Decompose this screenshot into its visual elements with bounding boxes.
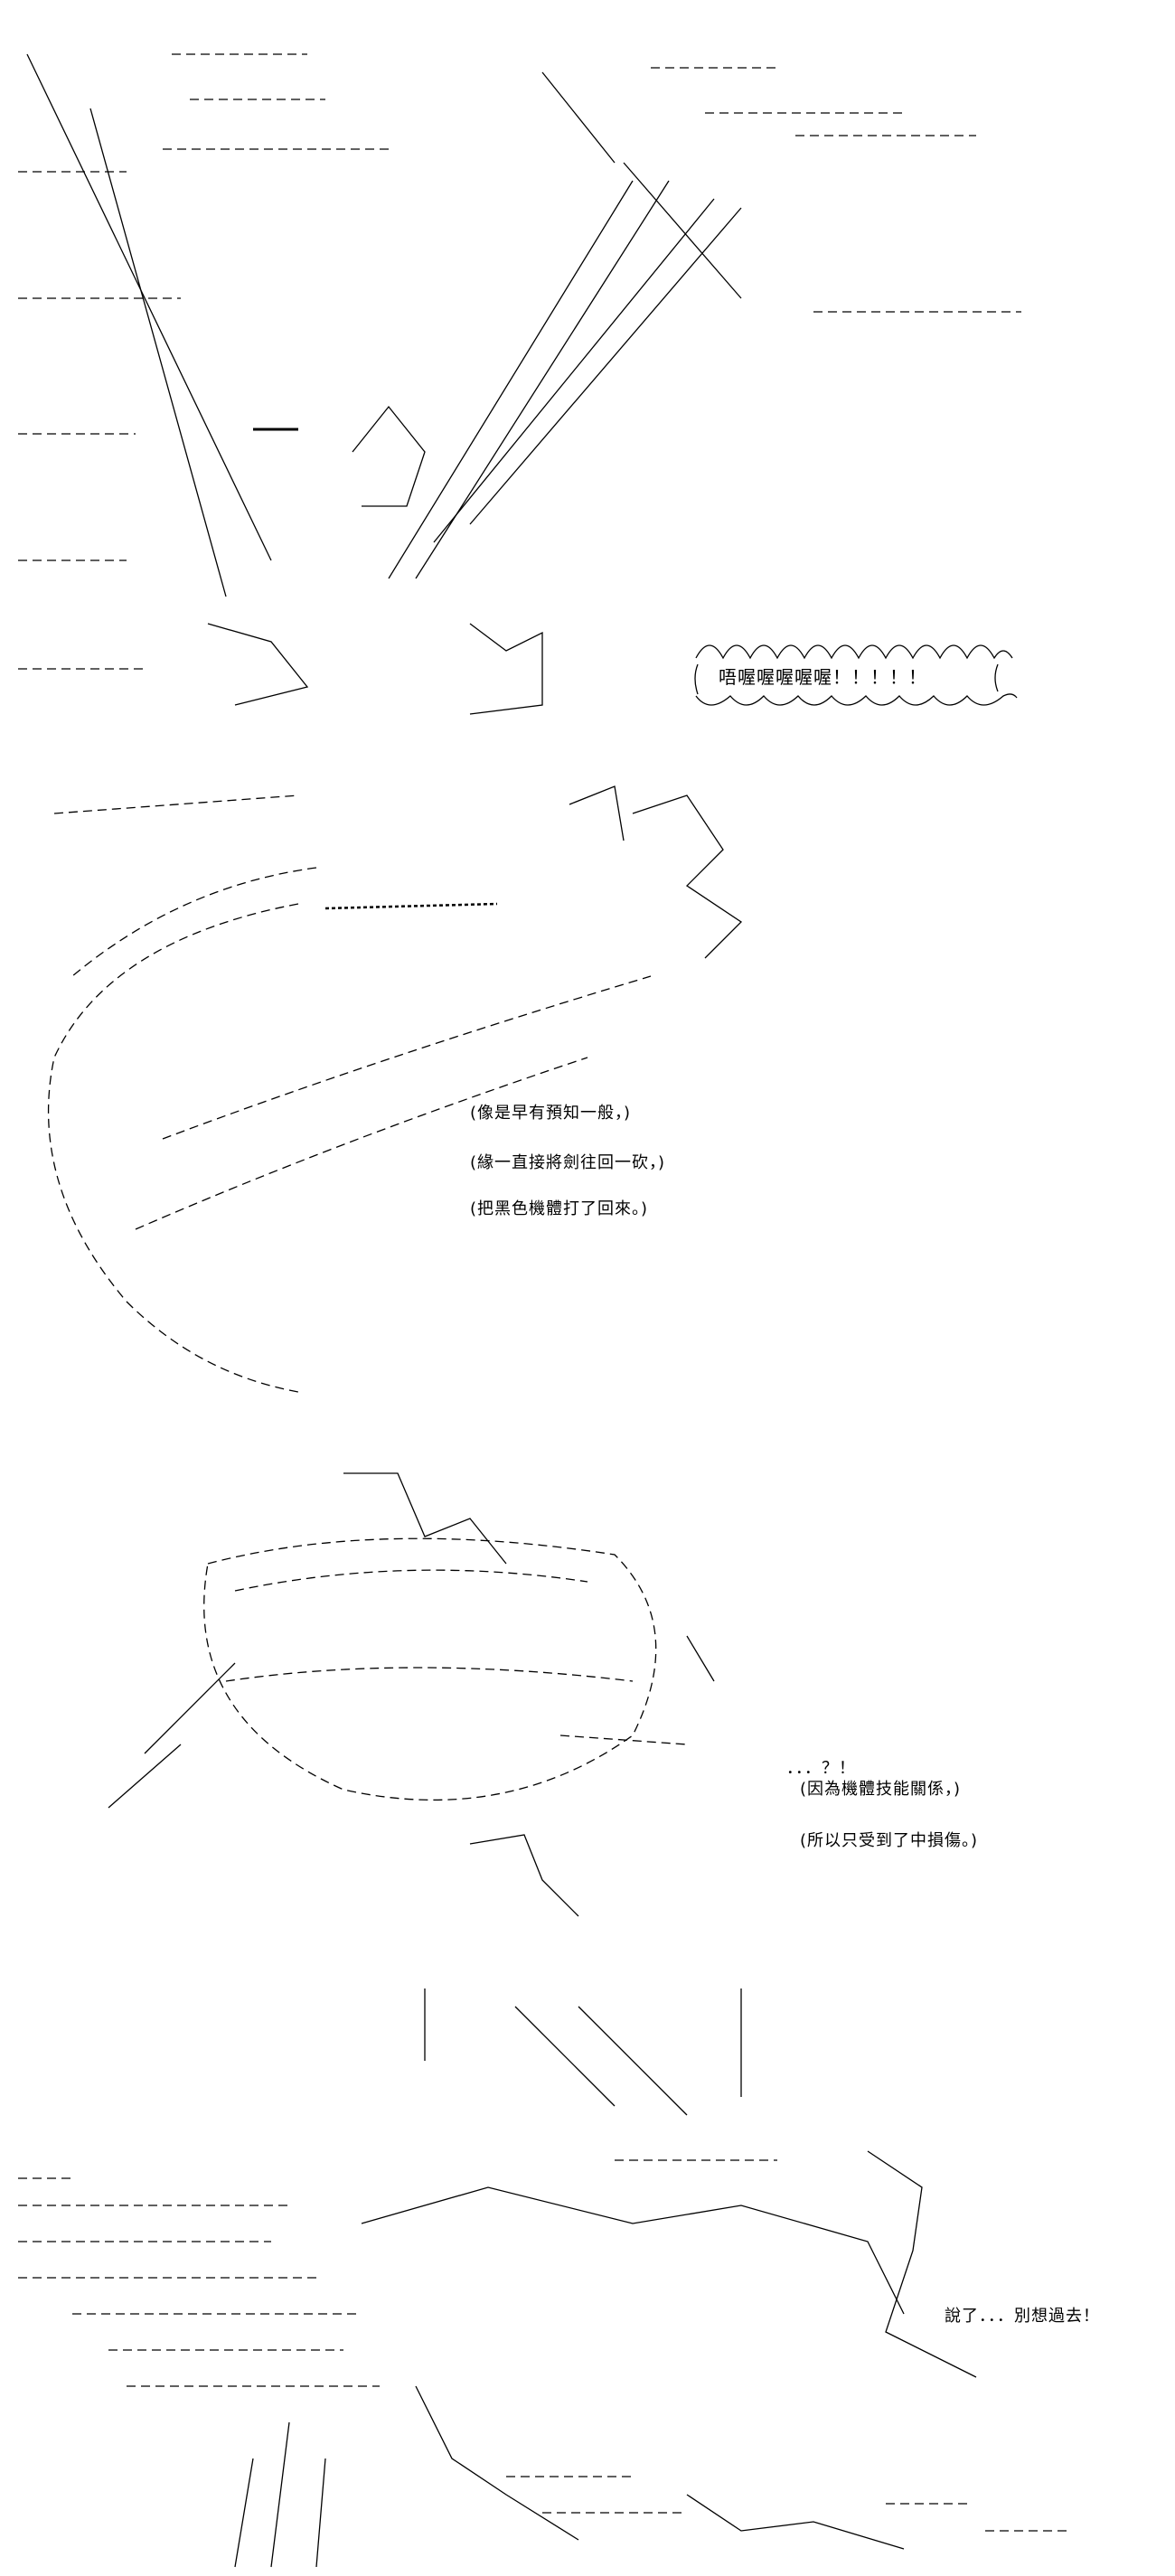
narration-line: (像是早有預知一般，): [470, 1104, 632, 1123]
exclamation-text: ．．．？！: [786, 1759, 856, 1778]
panel-1-sword-clash: 唔喔喔喔喔喔！！！！！: [0, 0, 1175, 759]
narration-line: (所以只受到了中損傷。): [800, 1831, 979, 1850]
ascii-art-counter-slash: [47, 785, 743, 1393]
ascii-art-blocking-mech: [18, 1988, 1067, 2568]
panel-4-blocking-mech: 說了．．．別想過去！: [0, 1952, 1175, 2576]
narration-line: (因為機體技能關係，): [800, 1780, 962, 1799]
shout-text: 唔喔喔喔喔喔！！！！！: [719, 666, 927, 688]
narration-line: (緣一直接將劍往回一砍，): [470, 1153, 666, 1172]
dialogue-text: 說了．．．別想過去！: [945, 2307, 1100, 2326]
narration-line: (把黑色機體打了回來。): [470, 1199, 649, 1218]
ascii-art-damaged-mech: [108, 1472, 715, 1917]
panel-3-damaged-mech: ．．．？！ (因為機體技能關係，) (所以只受到了中損傷。): [0, 1446, 1175, 1952]
panel-2-counter-slash: (像是早有預知一般，) (緣一直接將劍往回一砍，) (把黑色機體打了回來。): [0, 759, 1175, 1446]
ascii-art-sword-clash: [18, 53, 1021, 715]
